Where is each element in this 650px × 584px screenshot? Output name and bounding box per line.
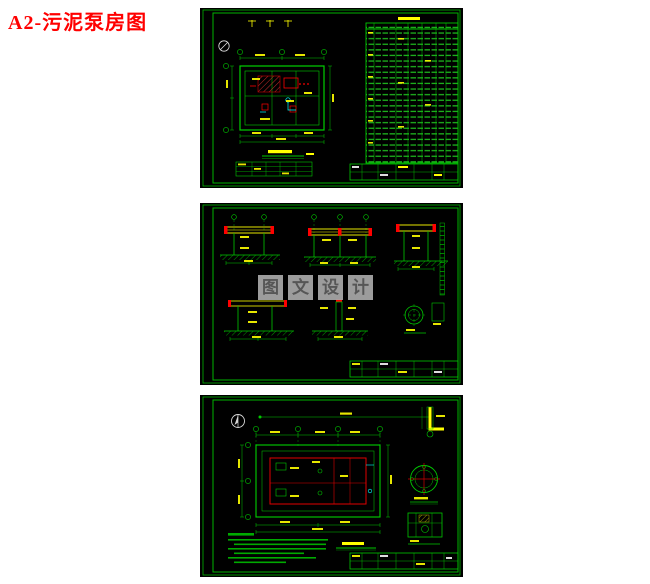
foundation-plan bbox=[238, 426, 392, 534]
circular-detail bbox=[408, 463, 440, 505]
watermark: 图 文 设 计 bbox=[258, 275, 373, 300]
sheet1-drawing bbox=[200, 8, 463, 188]
detail-left bbox=[224, 300, 294, 341]
ladder-detail bbox=[439, 222, 445, 296]
drawing-frame bbox=[202, 396, 461, 576]
detail-center bbox=[312, 299, 368, 341]
title-block bbox=[349, 552, 459, 570]
watermark-char: 计 bbox=[348, 275, 373, 300]
rebar-schedule-table bbox=[365, 17, 459, 164]
drawing-caption bbox=[336, 542, 376, 551]
drawing-frame bbox=[202, 204, 461, 384]
detail-right bbox=[403, 302, 445, 334]
pipe-detail bbox=[421, 406, 445, 438]
section-b bbox=[304, 214, 376, 267]
cad-sheet-sections[interactable]: 图 文 设 计 bbox=[200, 203, 463, 385]
plan-red-outline bbox=[269, 457, 367, 505]
north-arrow-icon bbox=[218, 40, 230, 52]
page-title: A2-污泥泵房图 bbox=[8, 12, 148, 34]
section-c bbox=[394, 222, 448, 296]
plan-red-equipment bbox=[250, 75, 309, 113]
cad-sheet-foundation-plan[interactable] bbox=[200, 395, 463, 577]
notes-block bbox=[228, 533, 328, 564]
title-block bbox=[349, 163, 459, 181]
title-block bbox=[349, 360, 459, 378]
north-arrow-icon bbox=[231, 414, 245, 428]
plan-cyan-marks bbox=[366, 464, 374, 494]
cad-sheet-plan[interactable] bbox=[200, 8, 463, 188]
sheet3-drawing bbox=[200, 395, 463, 577]
plan-text-marks bbox=[226, 54, 334, 140]
plan-text-marks bbox=[238, 431, 392, 530]
plan-caption bbox=[262, 150, 314, 159]
watermark-char: 设 bbox=[318, 275, 343, 300]
legend-table bbox=[235, 161, 313, 177]
base-detail bbox=[407, 512, 443, 545]
watermark-char: 图 bbox=[258, 275, 283, 300]
section-a bbox=[220, 214, 280, 265]
watermark-char: 文 bbox=[288, 275, 313, 300]
plan-view bbox=[223, 49, 334, 159]
top-section-marks bbox=[248, 20, 292, 27]
